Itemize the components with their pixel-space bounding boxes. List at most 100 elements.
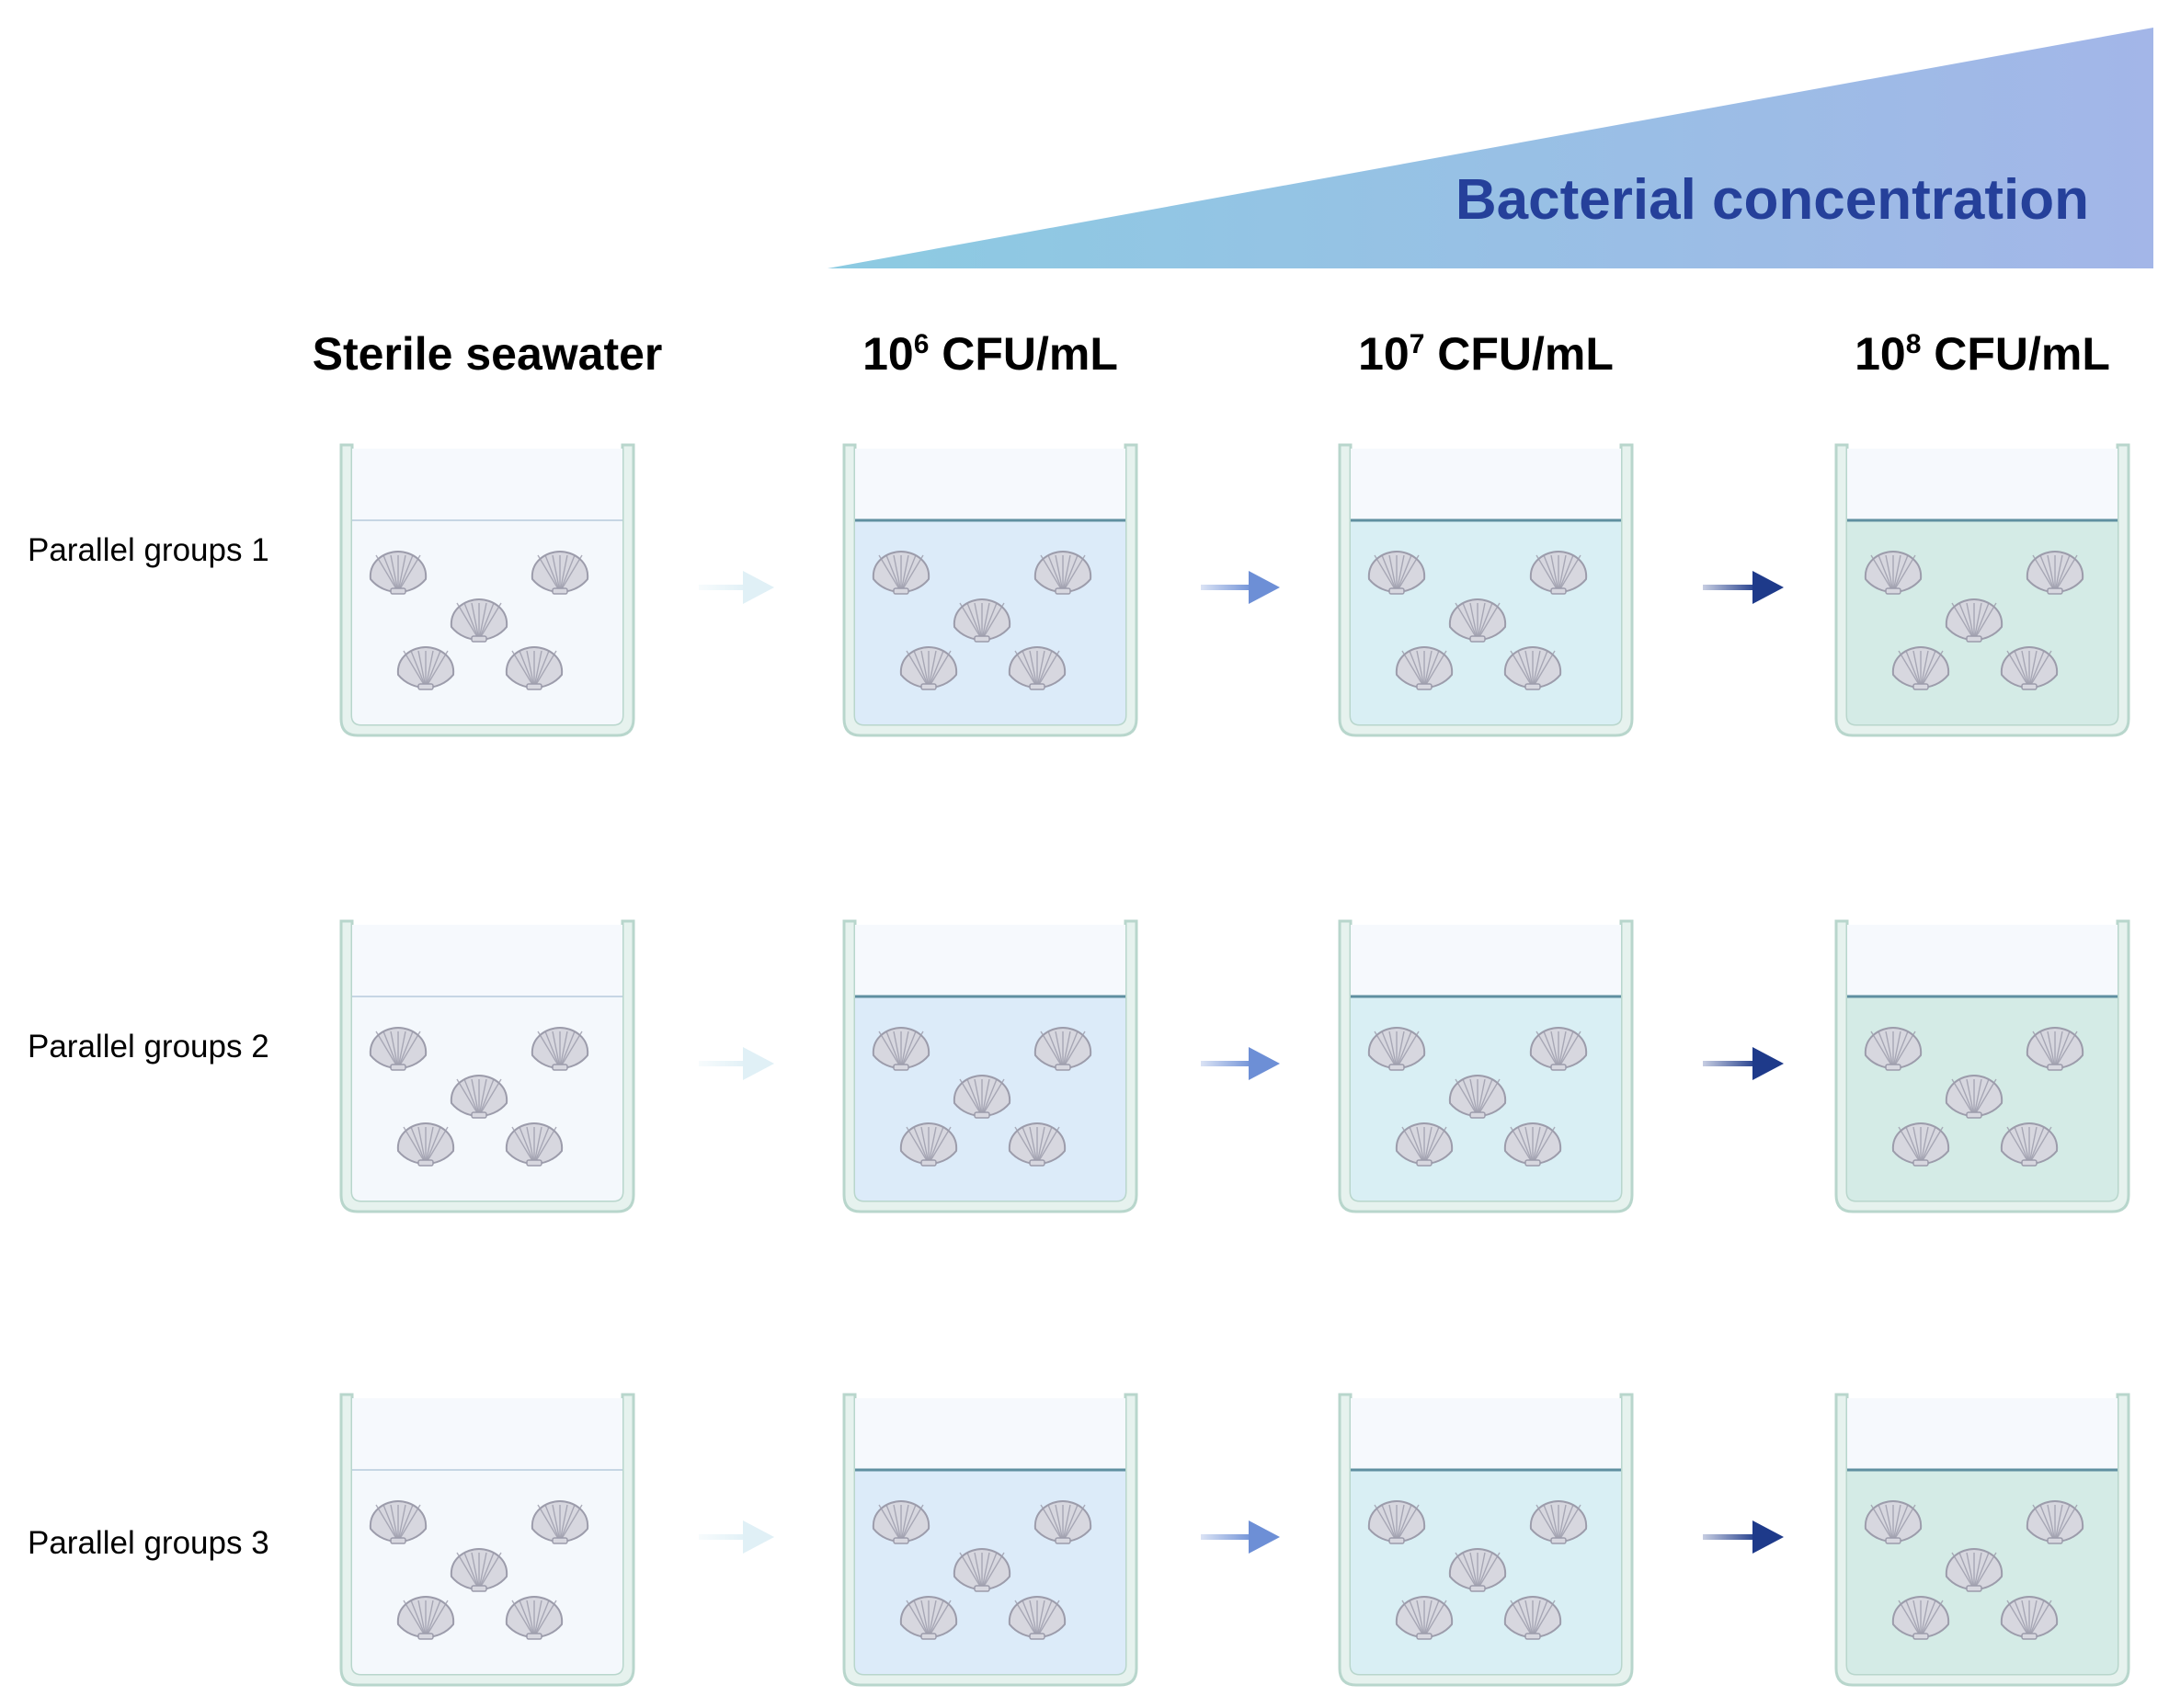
clam-shell-icon bbox=[396, 1122, 455, 1167]
clam-shell-icon bbox=[2000, 1595, 2059, 1640]
beaker bbox=[1834, 443, 2130, 737]
beaker-air bbox=[855, 1398, 1125, 1470]
beaker bbox=[1338, 1393, 1634, 1687]
beaker-air bbox=[1847, 925, 2118, 996]
clam-shell-icon bbox=[1503, 1122, 1562, 1167]
clam-shell-icon bbox=[899, 645, 958, 690]
clam-shell-icon bbox=[531, 1499, 589, 1544]
beaker bbox=[1338, 443, 1634, 737]
right-arrow-icon bbox=[1201, 1047, 1280, 1080]
clam-shell-icon bbox=[396, 645, 455, 690]
right-arrow-icon bbox=[1703, 571, 1784, 604]
clam-shell-icon bbox=[1008, 1122, 1067, 1167]
concentration-gradient-wedge bbox=[828, 28, 2153, 268]
beaker bbox=[339, 1393, 635, 1687]
clam-shell-icon bbox=[872, 1026, 930, 1071]
clam-shell-icon bbox=[1367, 550, 1426, 595]
clam-shell-icon bbox=[1891, 1595, 1950, 1640]
clam-shell-icon bbox=[450, 598, 508, 643]
beaker-air bbox=[855, 449, 1125, 520]
right-arrow-icon bbox=[1703, 1047, 1784, 1080]
clam-shell-icon bbox=[899, 1122, 958, 1167]
beaker-grid bbox=[339, 443, 2130, 1687]
beaker bbox=[842, 919, 1138, 1213]
clam-shell-icon bbox=[1448, 1547, 1507, 1592]
clam-shell-icon bbox=[1033, 1499, 1092, 1544]
row-label-3: Parallel groups 3 bbox=[28, 1525, 269, 1561]
column-header-1: Sterile seawater bbox=[313, 328, 663, 380]
column-header-2: 106 CFU/mL bbox=[862, 328, 1118, 380]
clam-shell-icon bbox=[1864, 1026, 1923, 1071]
row-label-1: Parallel groups 1 bbox=[28, 532, 269, 568]
beaker bbox=[842, 1393, 1138, 1687]
clam-shell-icon bbox=[1395, 1595, 1454, 1640]
beaker-air bbox=[1351, 1398, 1621, 1470]
column-header-main: 10 bbox=[1855, 328, 1906, 380]
clam-shell-icon bbox=[1529, 1499, 1588, 1544]
clam-shell-icon bbox=[1395, 1122, 1454, 1167]
clam-shell-icon bbox=[1008, 1595, 1067, 1640]
right-arrow-icon bbox=[1201, 1520, 1280, 1554]
clam-shell-icon bbox=[953, 1074, 1011, 1119]
clam-shell-icon bbox=[1503, 1595, 1562, 1640]
clam-shell-icon bbox=[2026, 550, 2084, 595]
column-header-main: 10 bbox=[1358, 328, 1410, 380]
right-arrow-icon bbox=[699, 571, 774, 604]
clam-shell-icon bbox=[2000, 1122, 2059, 1167]
column-header-4: 108 CFU/mL bbox=[1855, 328, 2110, 380]
column-header-unit: CFU/mL bbox=[929, 328, 1118, 380]
clam-shell-icon bbox=[1367, 1499, 1426, 1544]
right-arrow-icon bbox=[699, 1520, 774, 1554]
clam-shell-icon bbox=[505, 1122, 564, 1167]
column-header-exponent: 6 bbox=[914, 329, 930, 359]
transition-arrows bbox=[699, 571, 1784, 1554]
clam-shell-icon bbox=[396, 1595, 455, 1640]
clam-shell-icon bbox=[953, 1547, 1011, 1592]
clam-shell-icon bbox=[2026, 1026, 2084, 1071]
clam-shell-icon bbox=[899, 1595, 958, 1640]
beaker-air bbox=[352, 449, 622, 520]
clam-shell-icon bbox=[1033, 1026, 1092, 1071]
clam-shell-icon bbox=[505, 645, 564, 690]
clam-shell-icon bbox=[872, 1499, 930, 1544]
clam-shell-icon bbox=[450, 1547, 508, 1592]
beaker bbox=[1834, 919, 2130, 1213]
column-header-main: 10 bbox=[862, 328, 914, 380]
clam-shell-icon bbox=[2026, 1499, 2084, 1544]
concentration-banner: Bacterial concentration bbox=[828, 28, 2153, 268]
clam-shell-icon bbox=[872, 550, 930, 595]
clam-shell-icon bbox=[1503, 645, 1562, 690]
column-header-unit: CFU/mL bbox=[1921, 328, 2110, 380]
right-arrow-icon bbox=[1201, 571, 1280, 604]
clam-shell-icon bbox=[1945, 1547, 2003, 1592]
column-header-unit: CFU/mL bbox=[1424, 328, 1614, 380]
clam-shell-icon bbox=[1891, 1122, 1950, 1167]
clam-shell-icon bbox=[1945, 598, 2003, 643]
banner-title: Bacterial concentration bbox=[1456, 168, 2089, 232]
clam-shell-icon bbox=[1448, 1074, 1507, 1119]
column-header-3: 107 CFU/mL bbox=[1358, 328, 1614, 380]
clam-shell-icon bbox=[450, 1074, 508, 1119]
beaker-air bbox=[855, 925, 1125, 996]
beaker bbox=[842, 443, 1138, 737]
clam-shell-icon bbox=[1529, 1026, 1588, 1071]
beaker bbox=[1338, 919, 1634, 1213]
clam-shell-icon bbox=[1529, 550, 1588, 595]
clam-shell-icon bbox=[953, 598, 1011, 643]
clam-shell-icon bbox=[2000, 645, 2059, 690]
clam-shell-icon bbox=[1864, 1499, 1923, 1544]
beaker bbox=[339, 443, 635, 737]
beaker-air bbox=[1351, 925, 1621, 996]
column-header-exponent: 8 bbox=[1906, 329, 1922, 359]
right-arrow-icon bbox=[1703, 1520, 1784, 1554]
right-arrow-icon bbox=[699, 1047, 774, 1080]
clam-shell-icon bbox=[1864, 550, 1923, 595]
beaker-air bbox=[352, 925, 622, 996]
row-labels: Parallel groups 1 Parallel groups 2 Parall… bbox=[28, 532, 269, 1561]
clam-shell-icon bbox=[1891, 645, 1950, 690]
clam-shell-icon bbox=[369, 1026, 428, 1071]
row-label-2: Parallel groups 2 bbox=[28, 1029, 269, 1065]
clam-shell-icon bbox=[1367, 1026, 1426, 1071]
